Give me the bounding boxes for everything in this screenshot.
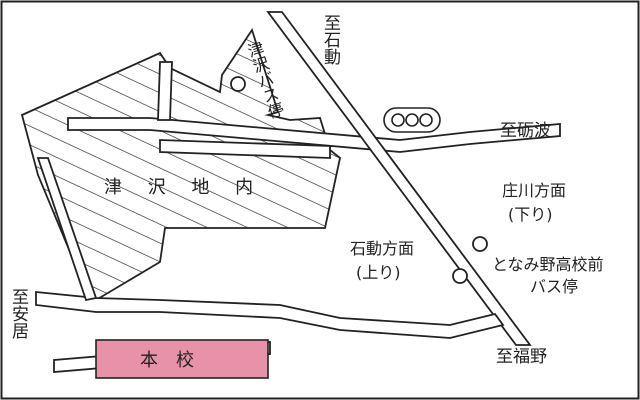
school-block — [95, 339, 269, 379]
label-shokawa-direction: 庄川方面 — [502, 181, 566, 200]
traffic-signal-icon — [383, 107, 441, 133]
road-to-anzui — [35, 291, 505, 339]
label-to-tonami: 至砺波 — [500, 121, 551, 141]
label-tonami-high-bus-stop-line1: となみ野高校前 — [492, 255, 604, 274]
bus-stop-icon — [452, 268, 468, 284]
road-left-vertical — [36, 157, 98, 302]
bus-stop-icon — [472, 236, 488, 252]
label-to-ishido: 至石動 — [320, 14, 341, 66]
label-tonami-high-bus-stop-line2: バス停 — [530, 277, 578, 296]
label-tsuzawa-district: 津 沢 地 内 — [104, 177, 263, 198]
label-shokawa-down: (下り) — [508, 205, 553, 224]
label-to-anzui: 至安居 — [8, 288, 29, 339]
label-ishido-direction: 石動方面 — [350, 239, 414, 258]
bus-stop-icon — [230, 76, 246, 92]
road-to-tonami — [67, 117, 561, 153]
label-ishido-up: (上り) — [356, 263, 401, 282]
label-to-fukuno: 至福野 — [496, 347, 547, 367]
road-north-branch — [157, 61, 173, 121]
main-road-diagonal — [266, 11, 532, 346]
road-inner-horizontal — [159, 139, 331, 159]
label-school: 本 校 — [140, 350, 194, 371]
